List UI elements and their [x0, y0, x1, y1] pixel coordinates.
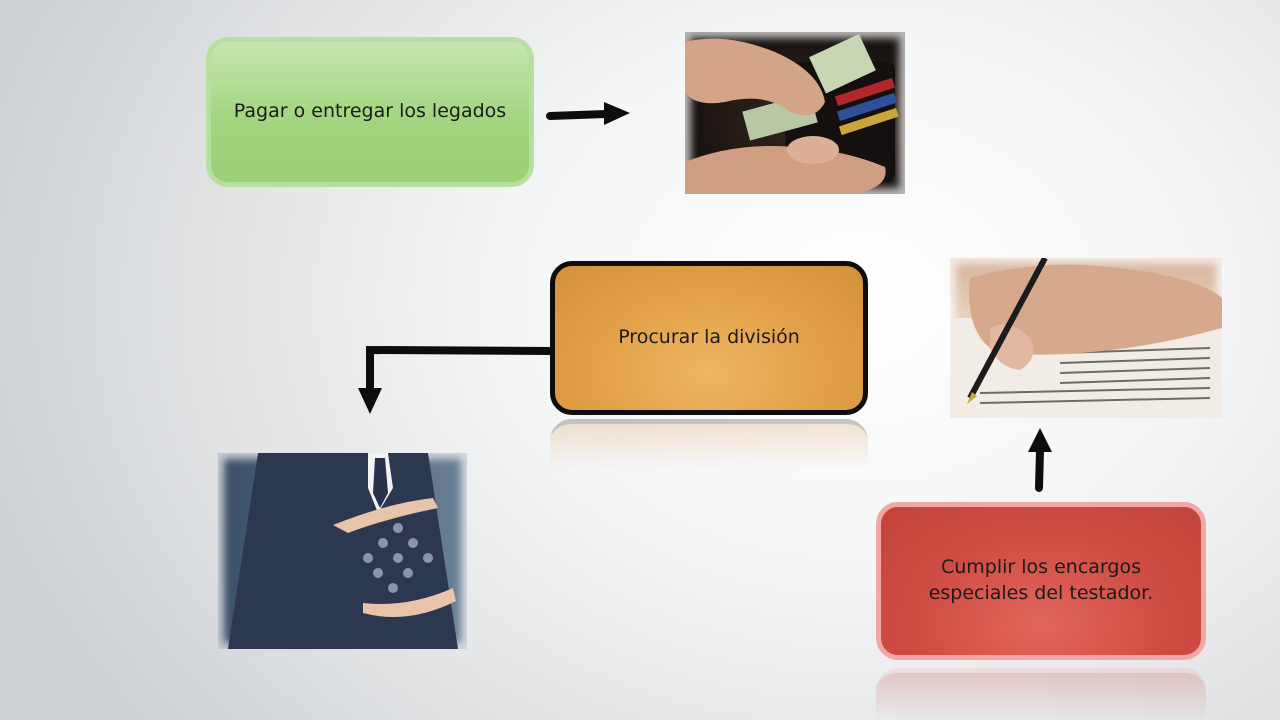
wallet-with-money-photo	[685, 32, 905, 194]
node-pagar-legados: Pagar o entregar los legados	[206, 37, 534, 187]
node-label: Cumplir los encargos especiales del test…	[928, 556, 1154, 604]
node-label: Pagar o entregar los legados	[233, 100, 507, 123]
hand-writing-document-photo	[950, 258, 1222, 418]
node-cumplir-encargos: Cumplir los encargos especiales del test…	[876, 502, 1206, 660]
node-label: Procurar la división	[618, 326, 800, 349]
node-procurar-division: Procurar la división	[550, 261, 868, 415]
arrow-legados-to-wallet	[546, 102, 630, 125]
businessman-protecting-people-photo	[218, 453, 467, 649]
arrow-encargos-to-writing	[1028, 428, 1052, 492]
arrow-division-to-businessman	[358, 345, 551, 414]
